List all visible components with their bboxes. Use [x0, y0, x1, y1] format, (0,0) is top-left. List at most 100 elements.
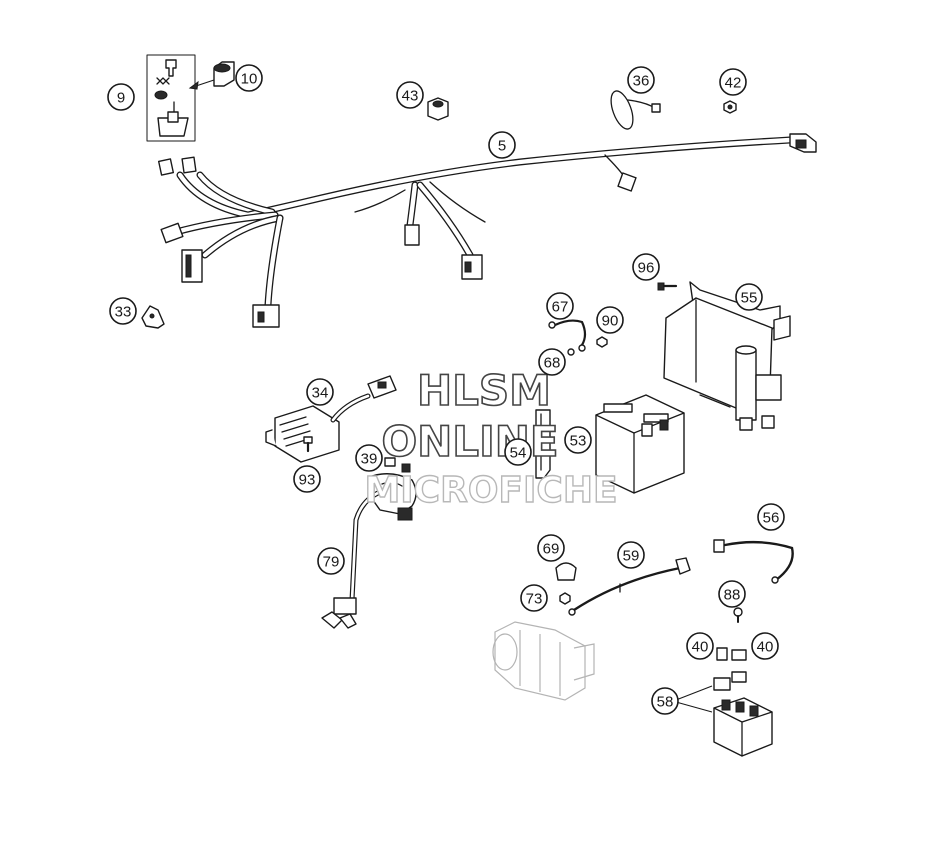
starter-relay-part-58	[713, 671, 773, 757]
callout-label: 67	[552, 299, 569, 316]
cable-tie-part-36	[610, 90, 661, 130]
callout-56: 56	[757, 503, 785, 531]
callout-67: 67	[546, 292, 574, 320]
callout-59: 59	[617, 541, 645, 569]
callout-label: 43	[402, 88, 419, 105]
callout-circle	[355, 444, 383, 472]
watermark-line-2: ONLINE	[381, 417, 558, 466]
callout-42: 42	[719, 68, 747, 96]
watermark: HLSM ONLINE MICROFICHE	[364, 365, 618, 512]
callout-circle	[317, 547, 345, 575]
callout-label: 5	[498, 138, 506, 155]
callout-40: 40	[751, 632, 779, 660]
callout-circle	[627, 66, 655, 94]
callout-circle	[538, 348, 566, 376]
battery-part-53	[595, 394, 685, 494]
callout-circle	[546, 292, 574, 320]
callout-79: 79	[317, 547, 345, 575]
bolt-part-96	[657, 282, 678, 291]
watermark-line-1: HLSM	[417, 366, 551, 415]
callout-label: 73	[526, 591, 543, 608]
callout-label: 68	[544, 355, 561, 372]
callout-54: 54	[504, 438, 532, 466]
fuse-part-40-left	[716, 647, 728, 661]
callout-43: 43	[396, 81, 424, 109]
callout-circle	[757, 503, 785, 531]
callout-label: 90	[602, 313, 619, 330]
terminal-cap-part-69	[555, 562, 577, 581]
callout-label: 53	[570, 433, 587, 450]
watermark-line-3: MICROFICHE	[364, 470, 617, 511]
callout-circle	[537, 534, 565, 562]
callout-circle	[235, 64, 263, 92]
callout-label: 42	[725, 75, 742, 92]
callout-circle	[686, 632, 714, 660]
callout-53: 53	[564, 426, 592, 454]
callout-label: 39	[361, 451, 378, 468]
callout-circle	[107, 83, 135, 111]
callout-39: 39	[355, 444, 383, 472]
callout-36: 36	[627, 66, 655, 94]
callout-90: 90	[596, 306, 624, 334]
callout-93: 93	[293, 465, 321, 493]
ground-cable-part-56	[713, 539, 794, 584]
regulator-part-34	[265, 375, 397, 463]
callout-circle	[617, 541, 645, 569]
callout-circle	[751, 632, 779, 660]
battery-cable-part-67	[548, 319, 587, 352]
main-wiring-harness-part	[157, 133, 817, 328]
callout-34: 34	[306, 378, 334, 406]
callout-label: 9	[117, 90, 125, 107]
bracket-part-33	[141, 305, 165, 329]
screw-part-90	[596, 336, 608, 348]
leader-58	[675, 685, 713, 713]
callout-33: 33	[109, 297, 137, 325]
callout-69: 69	[537, 534, 565, 562]
callout-88: 88	[718, 580, 746, 608]
switch-assembly-part	[146, 54, 235, 142]
screw-part-88	[733, 607, 743, 623]
battery-holder-part-55	[663, 281, 791, 431]
fuse-holder-part-39	[369, 457, 417, 521]
callout-circle	[293, 465, 321, 493]
callout-label: 33	[115, 304, 132, 321]
callout-9: 9	[107, 83, 135, 111]
callout-10: 10	[235, 64, 263, 92]
callout-label: 54	[510, 445, 527, 462]
callout-label: 59	[623, 548, 640, 565]
callout-label: 88	[724, 587, 741, 604]
callout-circle	[488, 131, 516, 159]
callout-circle	[632, 253, 660, 281]
nut-part-73	[559, 592, 571, 605]
fuse-part-40-right	[731, 649, 747, 661]
callout-circle	[109, 297, 137, 325]
callout-label: 10	[241, 71, 258, 88]
arrowhead-10	[188, 80, 199, 90]
callout-circle	[306, 378, 334, 406]
callout-circle	[719, 68, 747, 96]
callout-circle	[504, 438, 532, 466]
callout-circle	[651, 687, 679, 715]
starter-motor-cable-part-59	[568, 557, 691, 616]
callout-label: 93	[299, 472, 316, 489]
callout-5: 5	[488, 131, 516, 159]
nut-part-42	[723, 100, 737, 114]
callout-label: 34	[312, 385, 329, 402]
starter-motor-outline	[492, 621, 595, 701]
callout-label: 79	[323, 554, 340, 571]
callout-circle	[596, 306, 624, 334]
callout-circle	[564, 426, 592, 454]
grommet-part-43	[427, 97, 449, 121]
callout-96: 96	[632, 253, 660, 281]
callout-55: 55	[735, 283, 763, 311]
callout-58: 58	[651, 687, 679, 715]
starter-cable-part-79	[321, 489, 383, 629]
callout-40: 40	[686, 632, 714, 660]
callouts: 9 10 43 5 36 42 33 96 55 67 90 68 34 53 54 39 93 56 69 59 79…	[107, 64, 785, 715]
callout-label: 40	[692, 639, 709, 656]
callout-label: 69	[543, 541, 560, 558]
callout-label: 55	[741, 290, 758, 307]
callout-label: 36	[633, 73, 650, 90]
callout-label: 56	[763, 510, 780, 527]
